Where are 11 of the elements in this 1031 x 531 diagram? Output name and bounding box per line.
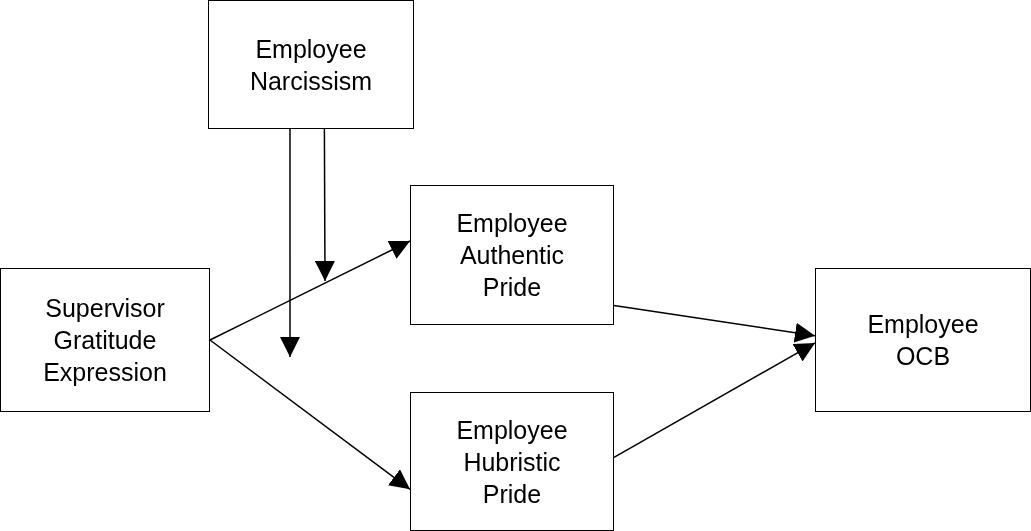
concept-box: Supervisor Gratitude Expression: [0, 268, 210, 412]
arrow: [314, 128, 335, 282]
arrow: [280, 128, 300, 358]
concept-box: Employee OCB: [815, 268, 1031, 412]
arrow: [613, 342, 816, 459]
concept-box: Employee Authentic Pride: [410, 185, 614, 325]
concept-box: Employee Narcissism: [208, 0, 414, 129]
arrow: [209, 240, 411, 341]
arrow: [613, 304, 816, 343]
concept-box: Employee Hubristic Pride: [410, 392, 614, 531]
arrow: [209, 339, 411, 491]
